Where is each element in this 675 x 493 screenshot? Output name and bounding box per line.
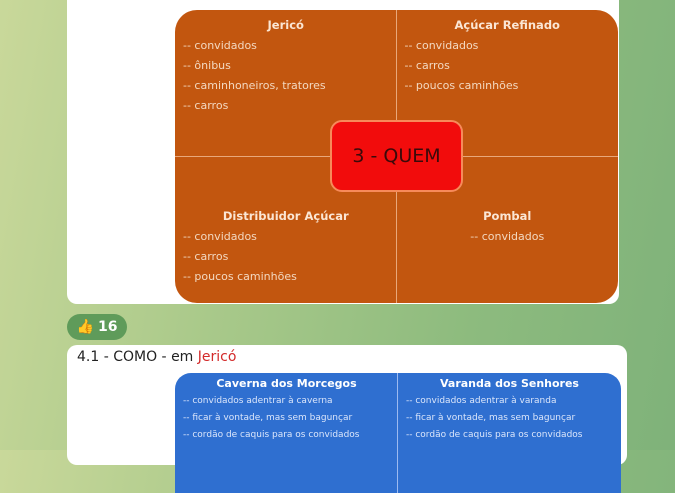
quadrant-heading: Jericó <box>267 18 304 32</box>
list-item: -- carros <box>404 59 450 72</box>
list-item: -- poucos caminhões <box>404 79 519 92</box>
quadrant-caverna-dos-morcegos: Caverna dos Morcegos -- convidados adent… <box>175 373 398 448</box>
list-item: -- poucos caminhões <box>183 269 297 283</box>
list-item: -- convidados <box>470 229 545 243</box>
list-item: -- convidados adentrar à caverna <box>183 396 333 406</box>
list-item: -- caminhoneiros, tratores <box>183 79 326 92</box>
reaction-thumbs-up[interactable]: 👍 16 <box>67 314 127 340</box>
list-item: -- ficar à vontade, mas sem bagunçar <box>183 413 353 423</box>
quadrant-acucar-refinado: Açúcar Refinado -- convidados -- carros … <box>397 10 619 157</box>
thumbs-up-icon: 👍 <box>76 319 94 335</box>
quadrant-heading: Distribuidor Açúcar <box>222 208 349 223</box>
divider <box>397 373 398 493</box>
list-item: -- convidados adentrar à varanda <box>406 396 557 406</box>
list-item: -- carros <box>183 99 229 112</box>
list-item: -- ficar à vontade, mas sem bagunçar <box>406 413 576 423</box>
message-bubble-como: 4.1 - COMO - em Jericó Caverna dos Morce… <box>67 345 627 493</box>
list-item: -- convidados <box>404 39 479 52</box>
list-item: -- ônibus <box>183 59 231 72</box>
message-title: 4.1 - COMO - em Jericó <box>77 349 236 365</box>
como-diagram-image[interactable]: Caverna dos Morcegos -- convidados adent… <box>175 373 621 493</box>
list-item: -- carros <box>183 249 229 263</box>
message-bubble-quem: Jericó -- convidados -- ônibus -- caminh… <box>67 0 619 304</box>
center-title: 3 - QUEM <box>352 145 441 167</box>
quadrant-distribuidor-acucar: Distribuidor Açúcar -- convidados -- car… <box>175 157 397 304</box>
quadrant-pombal: Pombal -- convidados <box>397 157 619 304</box>
center-title-box: 3 - QUEM <box>330 120 463 192</box>
quadrant-heading: Caverna dos Morcegos <box>216 377 357 390</box>
title-prefix: 4.1 - COMO - em <box>77 349 198 365</box>
quadrant-heading: Açúcar Refinado <box>454 18 560 32</box>
title-highlight: Jericó <box>197 349 237 365</box>
list-item: -- convidados <box>183 39 257 52</box>
list-item: -- convidados <box>183 229 257 243</box>
quem-diagram-image[interactable]: Jericó -- convidados -- ônibus -- caminh… <box>175 10 618 303</box>
list-item: -- cordão de caquis para os convidados <box>406 430 583 440</box>
quadrant-jerico: Jericó -- convidados -- ônibus -- caminh… <box>175 10 397 157</box>
quadrant-heading: Varanda dos Senhores <box>440 377 579 390</box>
quadrant-heading: Pombal <box>483 208 532 223</box>
list-item: -- cordão de caquis para os convidados <box>183 430 360 440</box>
reaction-count: 16 <box>97 319 118 335</box>
quadrant-varanda-dos-senhores: Varanda dos Senhores -- convidados adent… <box>398 373 621 448</box>
